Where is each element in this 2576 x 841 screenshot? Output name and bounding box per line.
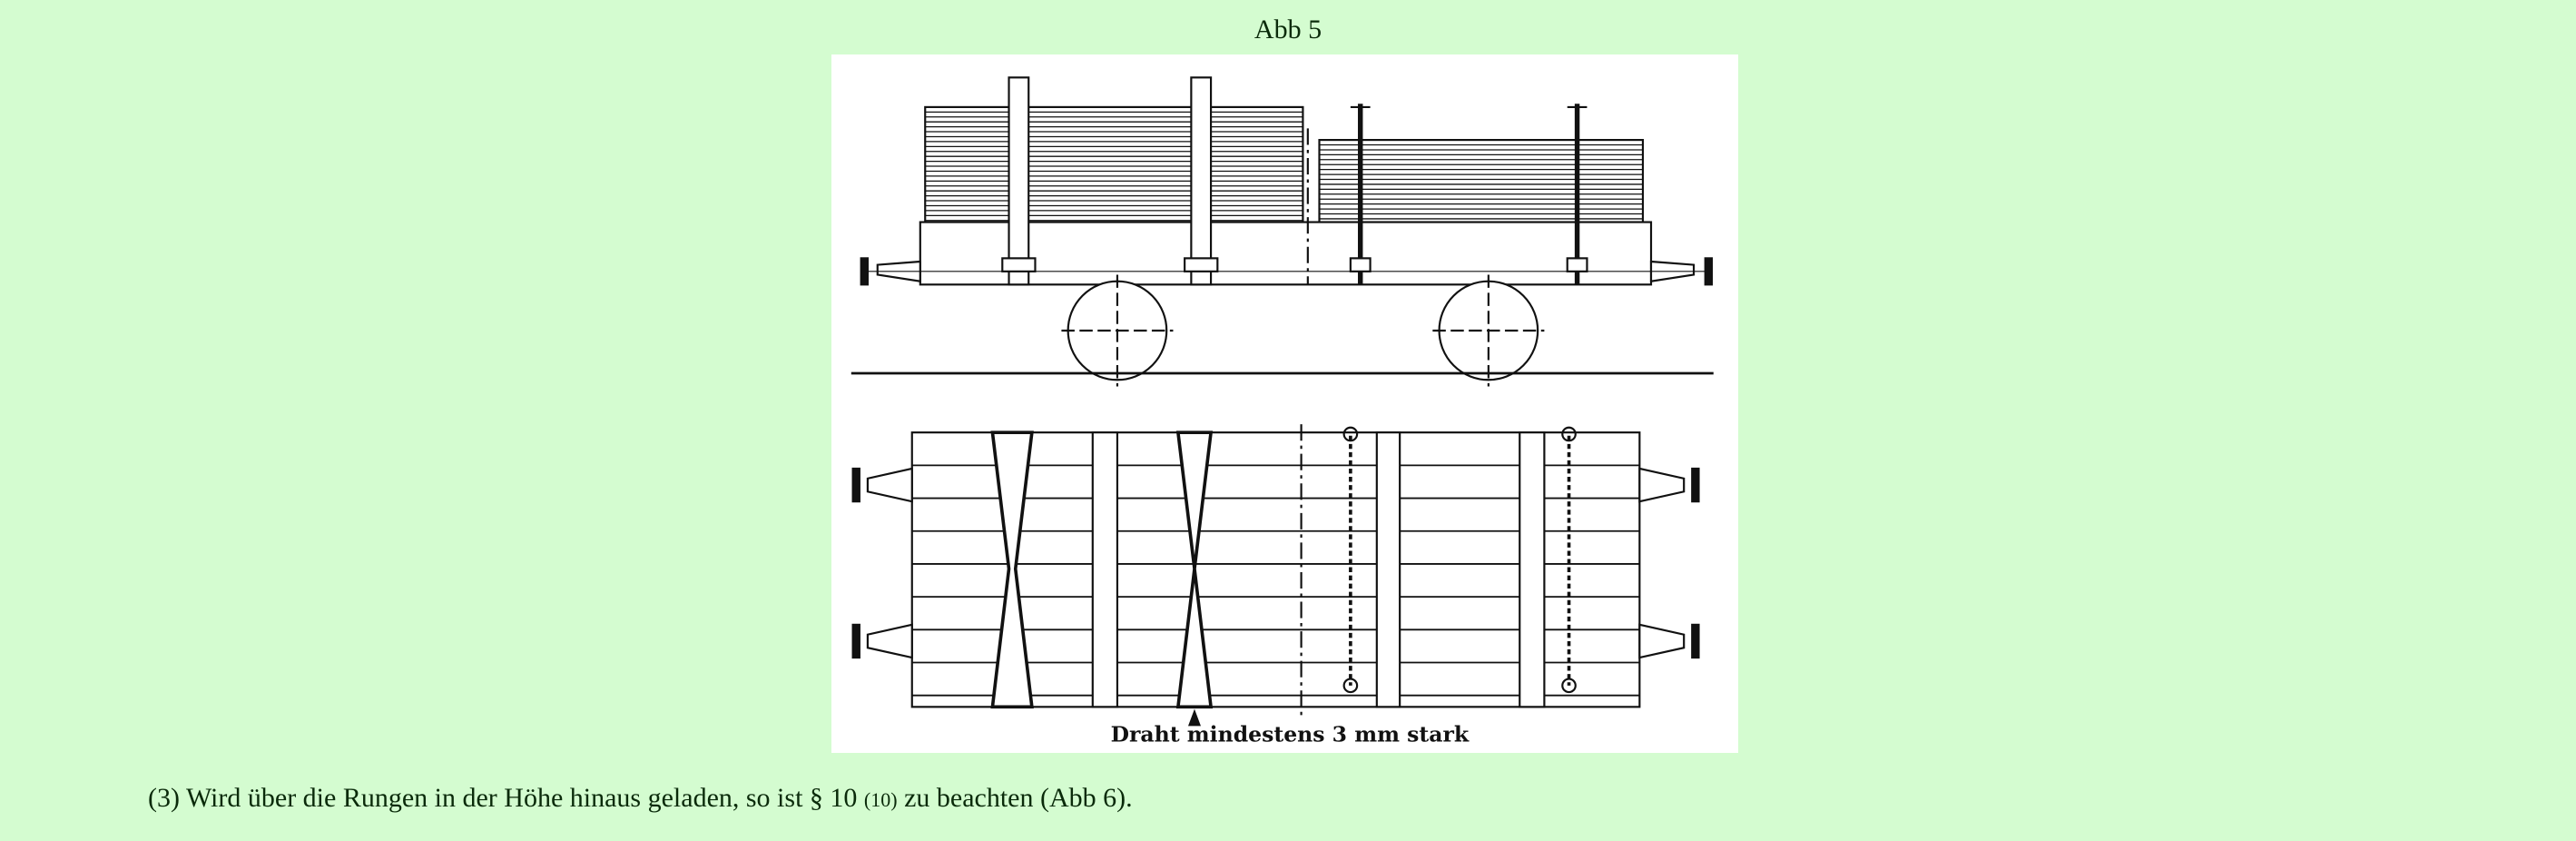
figure-title: Abb 5 [1254,15,1322,45]
load-left [924,105,1304,223]
load-right [1318,139,1645,223]
side-view [850,76,1714,387]
wire-note: Draht mindestens 3 mm stark [1111,721,1470,747]
wagon-drawing: Draht mindestens 3 mm stark [831,54,1738,753]
paragraph-reference: (10) [863,788,898,811]
caption-text: (3) Wird über die Rungen in der Höhe hin… [148,783,864,813]
paragraph: (3) Wird über die Rungen in der Höhe hin… [148,783,1133,814]
caption-text-end: zu beachten (Abb 6). [897,783,1133,813]
top-view [851,424,1700,727]
